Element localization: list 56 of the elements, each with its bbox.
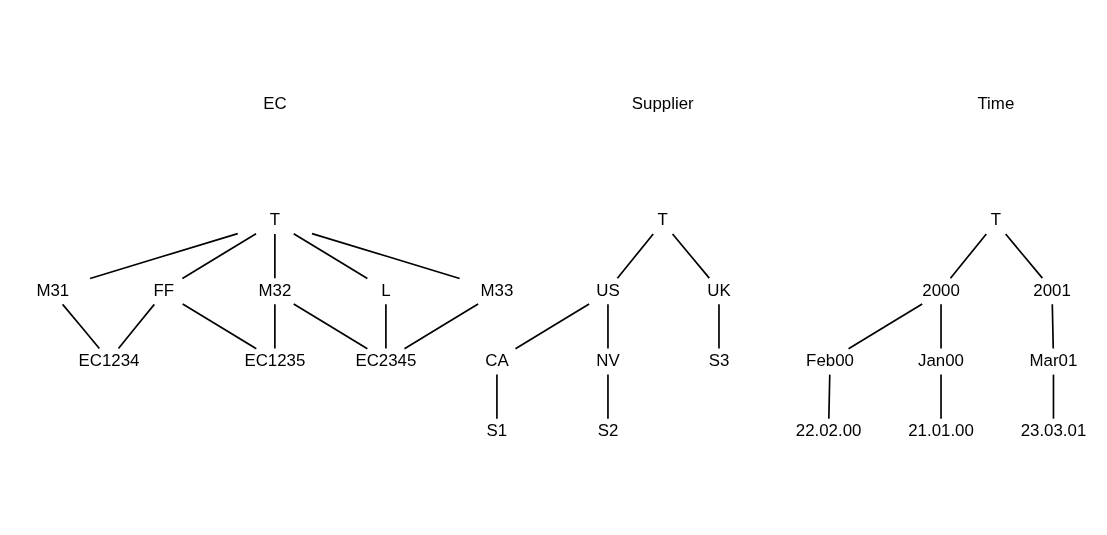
node-text: Feb00 xyxy=(806,350,854,370)
node-text: T xyxy=(990,209,1002,229)
node-text: Mar01 xyxy=(1029,350,1078,370)
connector xyxy=(496,373,498,420)
connector xyxy=(274,303,276,349)
node-text: S2 xyxy=(597,420,619,440)
connector xyxy=(274,232,276,279)
connector xyxy=(607,303,609,349)
connector xyxy=(403,302,479,350)
connector xyxy=(949,232,988,279)
connector xyxy=(940,303,942,349)
node-text: UK xyxy=(707,280,731,300)
node-text: FF xyxy=(153,280,175,300)
node-text: EC1234 xyxy=(78,350,140,370)
connector xyxy=(718,303,720,349)
node-text: NV xyxy=(596,350,620,370)
connector xyxy=(89,232,239,279)
connector xyxy=(1052,373,1055,420)
connector xyxy=(828,373,831,420)
connector xyxy=(671,232,711,279)
label: EC xyxy=(263,93,287,113)
node-text: Jan00 xyxy=(918,350,965,370)
connector xyxy=(1051,303,1055,349)
label: Time xyxy=(977,93,1015,113)
connector xyxy=(292,232,369,279)
connector xyxy=(311,232,461,279)
node-text: 23.03.01 xyxy=(1020,420,1087,440)
node-text: M32 xyxy=(258,280,292,300)
connector xyxy=(61,303,101,349)
node-text: 2000 xyxy=(922,280,960,300)
node-text: 21.01.00 xyxy=(908,420,974,440)
connector xyxy=(117,303,156,349)
node-text: T xyxy=(269,209,281,229)
connector xyxy=(1004,232,1044,279)
connector xyxy=(292,302,369,350)
node-text: US xyxy=(596,280,620,300)
node-text: M33 xyxy=(480,280,514,300)
node-text: L xyxy=(381,280,391,300)
node-text: S1 xyxy=(486,420,508,440)
connector xyxy=(181,232,257,279)
connector xyxy=(847,302,924,350)
connector xyxy=(616,232,655,279)
node-text: EC2345 xyxy=(355,350,417,370)
node-text: CA xyxy=(485,350,509,370)
connector xyxy=(181,302,258,350)
node-text: S3 xyxy=(708,350,730,370)
node-text: T xyxy=(657,209,668,229)
connector xyxy=(385,303,387,349)
node-text: 22.02.00 xyxy=(795,420,862,440)
connector xyxy=(940,373,942,420)
node-text: EC1235 xyxy=(244,350,306,370)
node-text: M31 xyxy=(36,280,70,300)
connector xyxy=(607,373,609,420)
connector xyxy=(514,302,590,350)
node-text: 2001 xyxy=(1033,280,1071,300)
label: Supplier xyxy=(631,93,694,113)
